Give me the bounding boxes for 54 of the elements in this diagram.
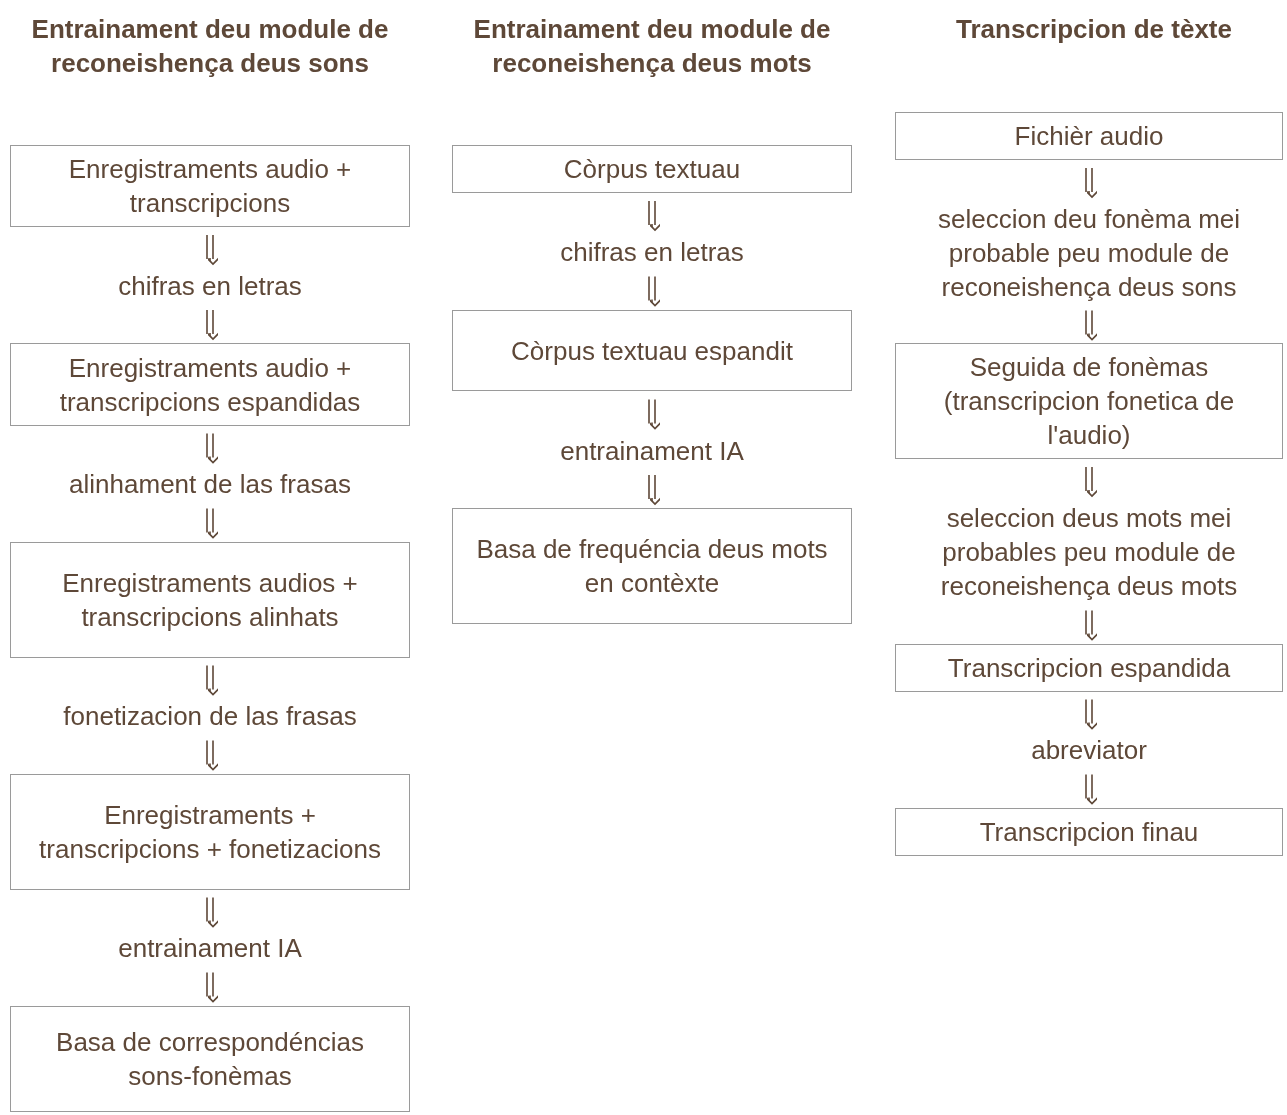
arrow: [206, 664, 220, 696]
column-heading: Entrainament deu module de reconeishença deus sons: [30, 13, 390, 80]
node-text: Transcripcion espandida: [947, 652, 1231, 685]
node-text: seleccion deu fonèma mei probable peu module de reconeishença deus sons: [936, 203, 1242, 304]
node-text: abreviator: [1031, 734, 1147, 767]
process-box: [452, 508, 852, 624]
node-text: Enregistraments audio + transcripcions espandidas: [58, 351, 362, 419]
node-text: Fichièr audio: [1014, 120, 1164, 153]
arrow: [1085, 609, 1099, 641]
arrow: [648, 275, 662, 307]
node-text: chifras en letras: [118, 270, 302, 303]
process-box: [895, 644, 1283, 692]
node-text: Còrpus textuau: [563, 153, 741, 186]
node-text: Enregistraments + transcripcions + fonetizacions: [38, 799, 382, 866]
arrow: [206, 309, 220, 340]
process-box: [452, 145, 852, 193]
process-box: [895, 343, 1283, 459]
node-text: Basa de frequéncia deus mots en contèxte: [475, 533, 829, 600]
arrow: [648, 474, 662, 505]
node-text: fonetizacion de las frasas: [63, 700, 357, 733]
arrow: [1085, 698, 1099, 730]
process-box: [895, 808, 1283, 856]
process-box: [10, 145, 410, 227]
node-text: Enregistraments audios + transcripcions alinhats: [61, 567, 359, 634]
arrow: [1085, 466, 1099, 497]
node-text: Còrpus textuau espandit: [511, 334, 793, 368]
arrow: [648, 398, 662, 430]
process-box: [452, 310, 852, 391]
arrow: [1085, 773, 1099, 805]
node-text: entrainament IA: [560, 435, 744, 468]
arrow: [1085, 167, 1099, 198]
process-box: [10, 343, 410, 426]
node-text: chifras en letras: [560, 236, 744, 269]
node-text: Basa de correspondéncias sons-fonèmas: [55, 1026, 365, 1093]
process-box: [10, 774, 410, 890]
node-text: entrainament IA: [118, 932, 302, 965]
column-heading: Transcripcion de tèxte: [955, 13, 1233, 46]
arrow: [206, 896, 220, 928]
arrow: [206, 432, 220, 464]
process-box: [10, 542, 410, 658]
arrow: [1085, 309, 1099, 341]
node-text: seleccion deus mots mei probables peu module de reconeishença deus mots: [939, 502, 1239, 603]
arrow: [206, 971, 220, 1003]
arrow: [206, 739, 220, 771]
node-text: Seguida de fonèmas (transcripcion fonetica de l'audio): [942, 351, 1236, 452]
process-box: [895, 112, 1283, 160]
arrow: [206, 234, 220, 265]
column-heading: Entrainament deu module de reconeishença deus mots: [472, 13, 832, 80]
process-box: [10, 1006, 410, 1112]
arrow: [206, 507, 220, 539]
node-text: Enregistraments audio + transcripcions: [67, 153, 353, 220]
node-text: alinhament de las frasas: [69, 468, 351, 501]
node-text: Transcripcion finau: [979, 816, 1199, 849]
arrow: [648, 200, 662, 231]
